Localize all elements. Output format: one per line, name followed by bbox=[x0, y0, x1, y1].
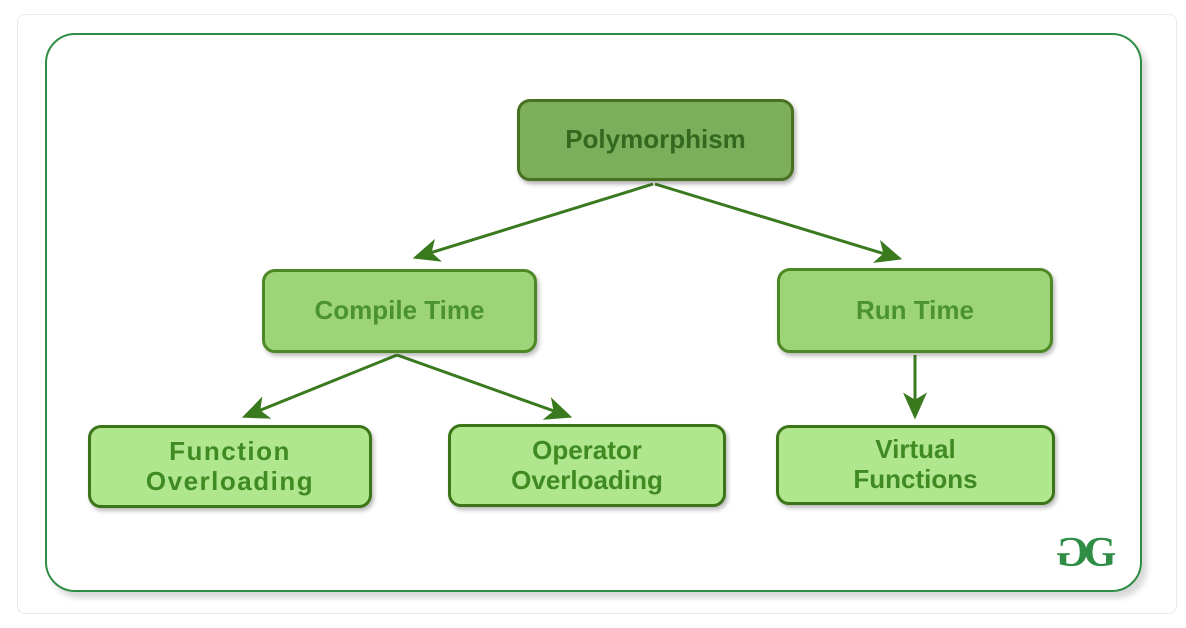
logo-g-glyph: G bbox=[1083, 530, 1117, 576]
node-compile-time-label: Compile Time bbox=[314, 295, 485, 326]
edge-polymorphism-run-time bbox=[654, 182, 903, 263]
node-function-overloading: Function Overloading bbox=[88, 425, 372, 508]
node-operator-overloading-label: Operator Overloading bbox=[511, 434, 663, 495]
node-function-overloading-label: Function Overloading bbox=[145, 435, 315, 496]
edge-polymorphism-compile-time bbox=[412, 182, 654, 262]
node-compile-time: Compile Time bbox=[262, 269, 537, 353]
node-operator-overloading: Operator Overloading bbox=[448, 424, 726, 507]
node-run-time-label: Run Time bbox=[856, 294, 974, 325]
node-virtual-functions-label: Virtual Functions bbox=[853, 434, 978, 494]
logo-g-mirrored-glyph: G bbox=[1056, 530, 1089, 576]
geeksforgeeks-logo: GG bbox=[1056, 530, 1117, 576]
node-virtual-functions: Virtual Functions bbox=[776, 425, 1055, 505]
node-polymorphism: Polymorphism bbox=[517, 99, 794, 181]
node-run-time: Run Time bbox=[777, 268, 1053, 353]
edge-compile-time-function-overloading bbox=[241, 353, 398, 419]
edge-compile-time-operator-overloading bbox=[396, 353, 573, 420]
node-polymorphism-label: Polymorphism bbox=[565, 124, 746, 155]
